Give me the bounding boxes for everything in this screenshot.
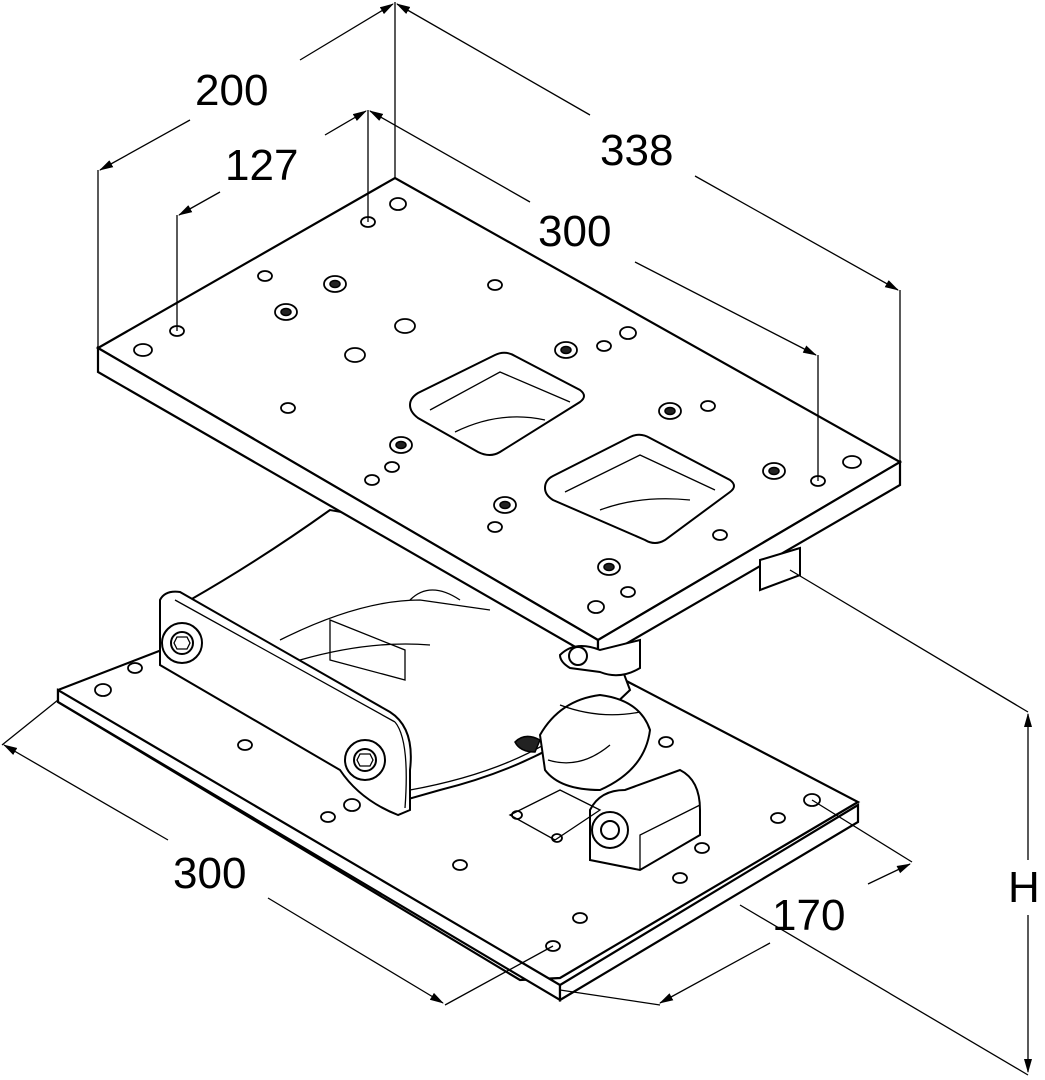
- dim-base-length: 300: [173, 849, 246, 898]
- dim-top-width: 200: [195, 66, 268, 115]
- base-holes: [94, 662, 821, 952]
- right-bracket-bolt: [591, 811, 629, 849]
- top-plate-holes: [133, 197, 862, 614]
- top-plate: [95, 176, 903, 677]
- dim-top-length: 338: [600, 126, 673, 175]
- top-plate-screws: [274, 275, 786, 576]
- dim-height: H: [1008, 863, 1040, 912]
- dim-top-hole-spacing-short: 127: [225, 141, 298, 190]
- top-plate-cutouts: [408, 351, 735, 544]
- dim-top-hole-spacing-long: 300: [538, 207, 611, 256]
- left-arm-bolt-2: [344, 739, 386, 781]
- dim-base-width: 170: [772, 891, 845, 940]
- left-arm-bolt-1: [161, 622, 203, 664]
